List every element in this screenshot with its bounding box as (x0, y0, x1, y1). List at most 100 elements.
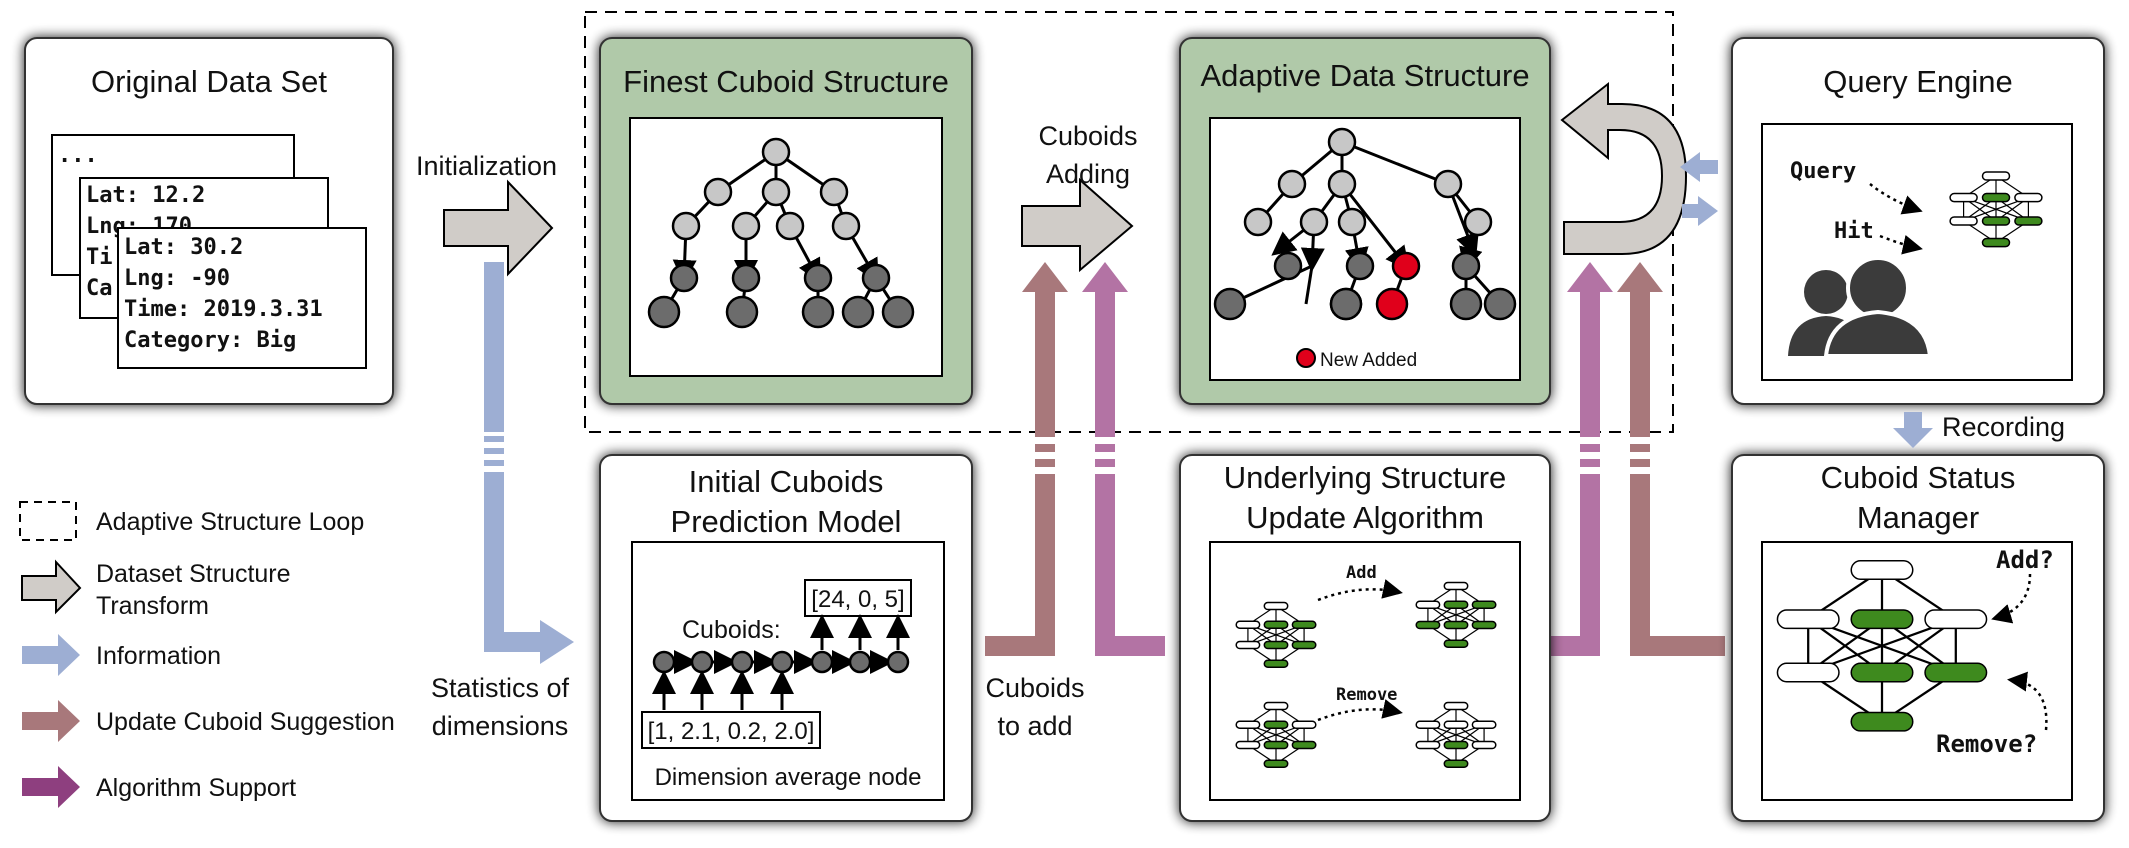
statistics-label-line1: Statistics of (431, 673, 570, 703)
record2-time: Ti (86, 245, 113, 270)
update-lattice-4 (1415, 701, 1497, 768)
connector-gaps-right (1575, 437, 1655, 474)
prediction-model-title-line2: Prediction Model (671, 504, 902, 539)
tree-node (881, 295, 915, 329)
lattice-node (1263, 759, 1289, 768)
tree-node (703, 177, 733, 207)
cuboids-adding-label-line1: Cuboids (1038, 121, 1137, 151)
update-algorithm-box: Underlying Structure Update Algorithm Ad… (1179, 454, 1551, 822)
add-question-label: Add? (1996, 546, 2054, 574)
tree-edge (1340, 183, 1410, 271)
cuboids-to-add-label-line1: Cuboids (985, 673, 1084, 703)
lattice-node (1291, 620, 1317, 629)
lattice-node (1263, 640, 1289, 650)
bottom-vector: [1, 2.1, 0.2, 2.0] (648, 718, 815, 745)
record3-lng: Lng: -90 (124, 266, 230, 291)
chain-node (690, 650, 714, 674)
record3-time: Time: 2019.3.31 (124, 297, 323, 322)
lattice-node (1850, 609, 1914, 630)
lattice-node (2014, 216, 2043, 226)
lattice-node (1415, 600, 1441, 609)
tree-node (803, 263, 833, 293)
lattice-node (1776, 662, 1840, 683)
lattice-node (1850, 560, 1914, 580)
lattice-node (1263, 701, 1289, 711)
remove-question-label: Remove? (1936, 730, 2037, 758)
cuboids-to-add-label-line2: to add (997, 711, 1072, 741)
status-manager-title-line1: Cuboid Status (1821, 460, 2016, 495)
lattice-node (1263, 620, 1289, 629)
lattice-node (1263, 720, 1289, 729)
statistics-label-line2: dimensions (432, 711, 569, 741)
users-icon (1788, 256, 1933, 358)
tree-node (819, 177, 849, 207)
legend-transform-swatch (21, 559, 82, 615)
finest-cuboid-structure-box: Finest Cuboid Structure (599, 37, 973, 405)
lattice-node (1471, 620, 1497, 630)
query-exchange-arrows (1680, 152, 1718, 226)
lattice-node (1981, 192, 2011, 203)
lattice-node (1263, 740, 1289, 750)
prediction-model-title-line1: Initial Cuboids (689, 464, 884, 499)
tree-node (1451, 251, 1481, 281)
status-manager-title-line2: Manager (1857, 500, 1979, 535)
legend: Adaptive Structure Loop Dataset Structur… (19, 501, 395, 808)
record-ellipsis: ... (58, 143, 98, 168)
new-added-node (1391, 251, 1421, 281)
tree-node (1483, 287, 1517, 321)
dimension-average-label: Dimension average node (655, 764, 922, 791)
tree-node (1243, 207, 1273, 237)
lattice-node (1235, 720, 1261, 729)
legend-information-label: Information (96, 642, 221, 670)
lattice-node (1949, 192, 1978, 203)
tree-edge (1341, 140, 1449, 186)
update-lattice-3 (1235, 701, 1317, 768)
tree-node (1345, 251, 1375, 281)
tree-node (1449, 287, 1483, 321)
legend-update-swatch (22, 700, 80, 742)
lattice-node (1235, 640, 1261, 650)
tree-node (1327, 169, 1357, 199)
lattice-node (1235, 620, 1261, 629)
tree-node (1327, 127, 1357, 157)
legend-algorithm-label: Algorithm Support (96, 774, 296, 802)
tree-node (669, 263, 699, 293)
query-lattice (1949, 171, 2043, 248)
connector-gaps (1030, 437, 1120, 474)
tree-node (841, 295, 875, 329)
chain-node (770, 650, 794, 674)
lattice-node (1291, 640, 1317, 650)
recording-label: Recording (1942, 412, 2065, 442)
tree-node (1299, 207, 1329, 237)
lattice-node (1443, 759, 1469, 768)
lattice-node (1443, 720, 1469, 729)
recording-arrow (1893, 412, 1933, 448)
record2-lat: Lat: 12.2 (86, 183, 205, 208)
update-algorithm-title-line2: Update Algorithm (1246, 500, 1484, 535)
lattice-node (1981, 237, 2011, 248)
tree-node (731, 263, 761, 293)
status-manager-box: Cuboid Status Manager Add? Remove? (1731, 454, 2105, 822)
new-added-legend-dot (1296, 348, 1316, 368)
lattice-node (1443, 581, 1469, 591)
adaptive-data-structure-box: Adaptive Data Structure New Added (1179, 37, 1551, 405)
cuboids-label: Cuboids: (682, 616, 781, 644)
tree-node (761, 177, 791, 207)
update-algorithm-title-line1: Underlying Structure (1224, 460, 1507, 495)
lattice-node (1443, 740, 1469, 750)
info-arrow-statistics (484, 262, 574, 664)
lattice-node (1471, 740, 1497, 750)
legend-information-swatch (22, 634, 80, 676)
lattice-node (1981, 216, 2011, 226)
tree-node (647, 295, 681, 329)
legend-algorithm-swatch (22, 766, 80, 808)
chain-node (886, 650, 910, 674)
tree-node (801, 295, 835, 329)
lattice-node (2014, 192, 2043, 203)
original-data-set-box: Original Data Set ... Lat: 12.2 Lng: 170… (24, 37, 394, 405)
lattice-node (1415, 620, 1441, 630)
query-label: Query (1790, 159, 1856, 184)
tree-node (731, 211, 761, 241)
lattice-node (1443, 639, 1469, 648)
lattice-node (1443, 701, 1469, 711)
